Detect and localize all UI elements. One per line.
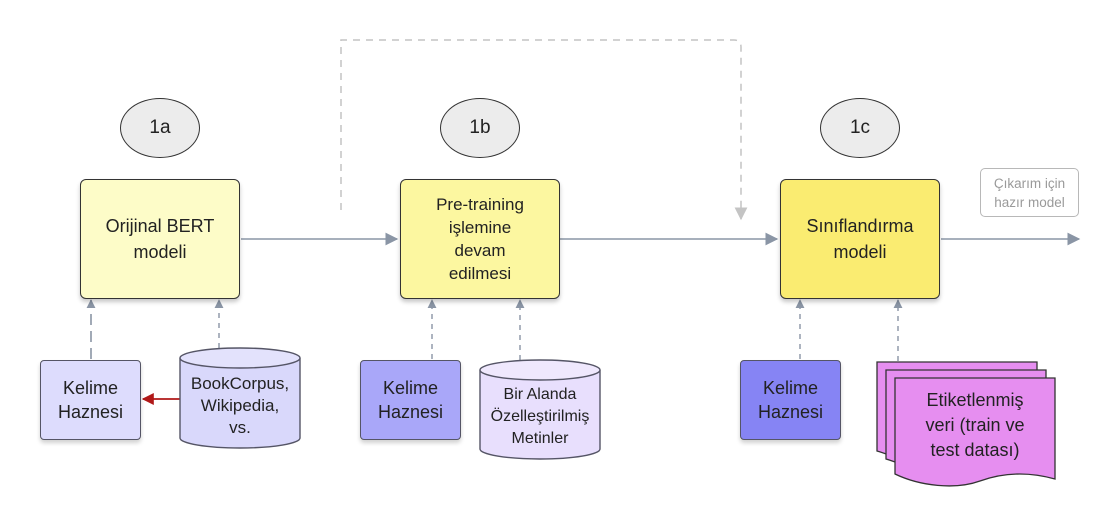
vocabulary-box-1a: Kelime Haznesi: [40, 360, 141, 440]
corpus-cylinder-1a: [179, 347, 301, 449]
corpus-cylinder-1b: [479, 359, 601, 460]
bypass-dashed-arrow: [340, 39, 748, 221]
step-tag-1b: 1b: [440, 98, 520, 158]
inference-ready-note: Çıkarım için hazır model: [980, 168, 1079, 217]
classification-model-label: Sınıflandırma modeli: [806, 216, 914, 262]
original-bert-model-label: Orijinal BERT modeli: [105, 216, 215, 262]
vocabulary-box-1b: Kelime Haznesi: [360, 360, 461, 440]
vocabulary-label-1c: Kelime Haznesi: [757, 378, 824, 422]
corpus-text-1b: Bir Alanda Özelleştirilmiş Metinler: [490, 386, 590, 447]
classification-model-box: Sınıflandırma modeli: [780, 179, 940, 299]
step-tag-1a: 1a: [120, 98, 200, 158]
step-tag-1b-text: 1b: [469, 117, 491, 138]
vocabulary-label-1a: Kelime Haznesi: [57, 378, 124, 422]
original-bert-model-box: Orijinal BERT modeli: [80, 179, 240, 299]
corpus-text-1a: BookCorpus, Wikipedia, vs.: [190, 374, 290, 437]
labeled-data-documents: [876, 361, 1056, 487]
inference-ready-text: Çıkarım için hazır model: [993, 175, 1066, 210]
continued-pretraining-label: Pre-training işlemine devam edilmesi: [436, 195, 524, 283]
step-tag-1c-text: 1c: [849, 117, 871, 138]
step-tag-1c: 1c: [820, 98, 900, 158]
labeled-data-label: Etiketlenmiş veri (train ve test datası): [895, 384, 1055, 466]
corpus-label-1b: Bir Alanda Özelleştirilmiş Metinler: [480, 381, 600, 453]
vocabulary-label-1b: Kelime Haznesi: [377, 378, 444, 422]
step-tag-1a-text: 1a: [149, 117, 171, 138]
vocabulary-box-1c: Kelime Haznesi: [740, 360, 841, 440]
labeled-data-text: Etiketlenmiş veri (train ve test datası): [925, 389, 1025, 460]
corpus-label-1a: BookCorpus, Wikipedia, vs.: [180, 368, 300, 444]
continued-pretraining-box: Pre-training işlemine devam edilmesi: [400, 179, 560, 299]
